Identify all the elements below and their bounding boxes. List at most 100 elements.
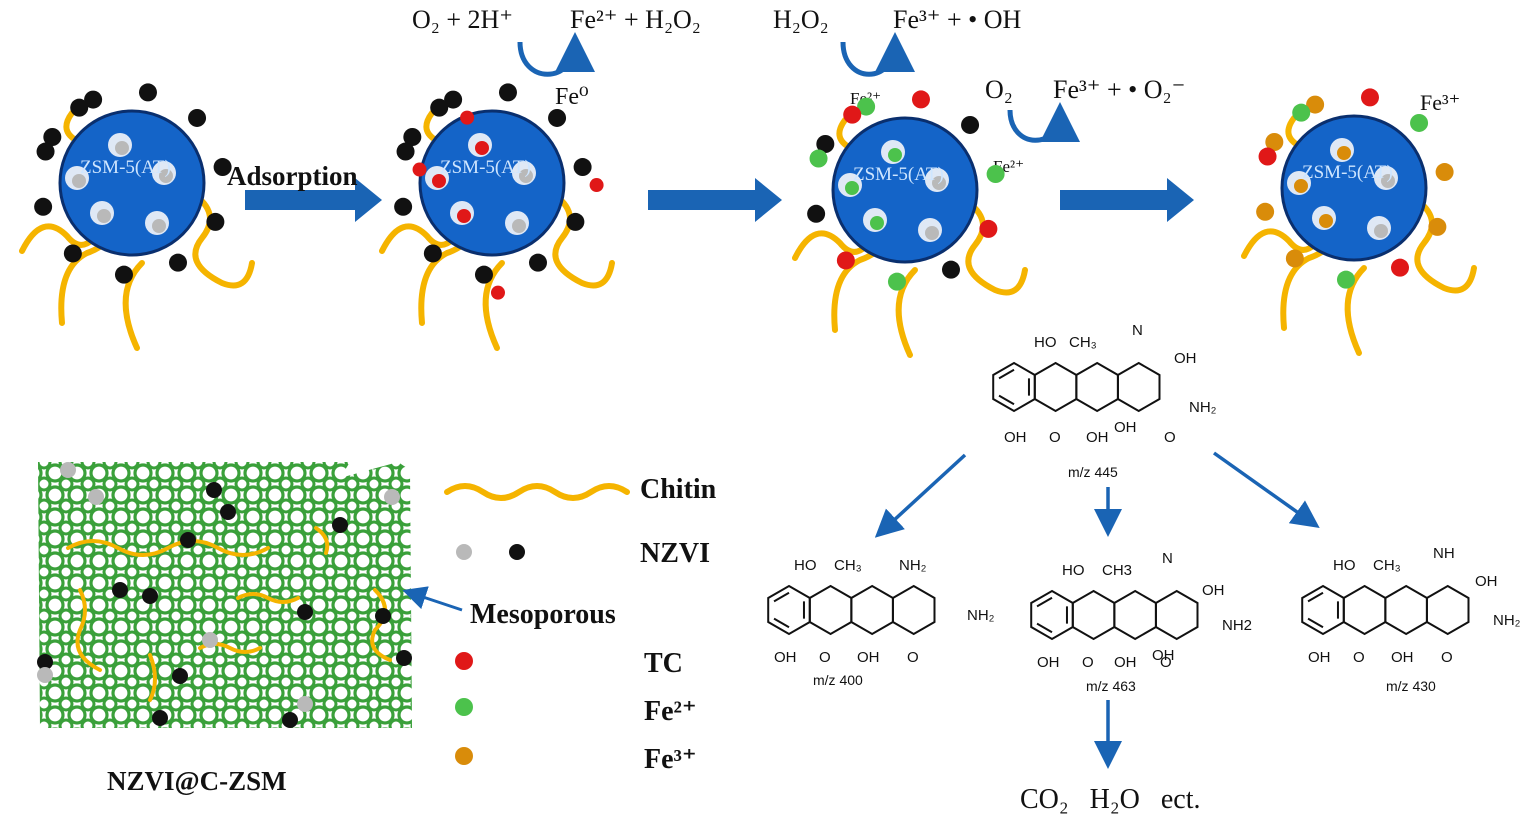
aromatic-bond: [998, 394, 1015, 406]
atom-label: OH: [1152, 647, 1175, 664]
nzvi-dot: [172, 668, 188, 684]
chitin-strand: [314, 526, 330, 555]
atom-label: OH: [1391, 649, 1414, 666]
pore-content: [1337, 146, 1351, 160]
process-arrow-1: [245, 178, 382, 222]
surface-particle: [1435, 163, 1454, 182]
legend-tc-dot: [455, 652, 473, 670]
aromatic-bond: [773, 617, 790, 629]
surface-particle: [423, 244, 442, 263]
surface-particle: [1428, 217, 1447, 236]
chitin-strand: [1344, 265, 1367, 356]
aromatic-bond: [998, 368, 1015, 380]
atom-label: N: [1132, 322, 1143, 339]
ring-bond: [1154, 589, 1199, 641]
nzvi-dot: [384, 489, 400, 505]
atom-label: NH₂: [899, 557, 927, 574]
nzvi-dot: [112, 582, 128, 598]
nzvi-dot: [297, 696, 313, 712]
atom-label: O: [819, 649, 831, 666]
nzvi-dot: [332, 517, 348, 533]
atom-label: OH: [774, 649, 797, 666]
surface-particle: [1285, 249, 1304, 268]
legend-chitin-label: Chitin: [640, 474, 717, 505]
adsorbed-tc: [412, 162, 427, 177]
legend-mesoporous-label: Mesoporous: [470, 599, 616, 630]
left-mz-label: m/z 400: [813, 672, 863, 688]
atom-label: NH₂: [967, 607, 995, 624]
atom-label: HO: [794, 557, 817, 574]
process-arrows: Adsorption: [227, 161, 1194, 222]
surface-particle: [887, 272, 906, 291]
atom-label: O: [1082, 654, 1094, 671]
chitin-strand: [895, 267, 918, 358]
pathway-arrows: [874, 451, 1320, 769]
surface-particle: [548, 108, 567, 127]
pore-content: [159, 169, 173, 183]
atom-label: HO: [1062, 562, 1085, 579]
reaction-1-products: Fe²⁺ + H₂O₂: [570, 5, 701, 34]
surface-particle: [188, 108, 207, 127]
pathway-arrow-right: [1212, 451, 1320, 529]
pore-content: [1374, 224, 1388, 238]
surface-particle: [961, 115, 980, 134]
atom-label: NH: [1433, 545, 1455, 562]
surface-particle: [807, 204, 826, 223]
particle-label: ZSM-5(AT): [853, 164, 944, 185]
reaction-3-reactant: O₂: [985, 75, 1013, 104]
surface-particle: [816, 135, 835, 153]
chitin-strand: [148, 653, 157, 702]
surface-particle: [1265, 133, 1284, 151]
ring-bond: [1113, 589, 1157, 641]
aromatic-bond: [1036, 596, 1053, 608]
atom-label: NH₂: [1493, 612, 1521, 629]
ring-bond: [1116, 361, 1161, 413]
legend-fe2-label: Fe²⁺: [644, 696, 697, 727]
nzvi-dot: [297, 604, 313, 620]
pore-content: [432, 174, 446, 188]
final-products-label: CO₂ H₂O ect.: [1020, 784, 1201, 815]
nzvi-dot: [202, 632, 218, 648]
surface-particle: [213, 158, 232, 177]
atom-label: O: [1164, 429, 1176, 446]
pore-content: [475, 141, 489, 155]
nzvi-dot: [88, 489, 104, 505]
nzvi-dot: [37, 667, 53, 683]
reaction-2-reactant: H₂O₂: [773, 5, 829, 34]
surface-particle: [396, 142, 415, 161]
surface-particle: [43, 128, 62, 146]
surface-particle: [1360, 88, 1379, 107]
ring-bond: [1075, 361, 1119, 413]
pore-content: [845, 181, 859, 195]
nzvi-dot: [142, 588, 158, 604]
pore-content: [457, 209, 471, 223]
adsorbed-tc: [460, 110, 475, 125]
surface-particle: [573, 158, 592, 177]
atom-label: OH: [857, 649, 880, 666]
surface-particle: [63, 244, 82, 263]
pore-content: [1294, 179, 1308, 193]
chitin-strand: [122, 260, 145, 351]
chitin-strand: [75, 588, 102, 672]
atom-label: OH: [1004, 429, 1027, 446]
pore-content: [512, 219, 526, 233]
surface-particle: [394, 197, 413, 216]
right-mz-label: m/z 430: [1386, 678, 1436, 694]
surface-particle: [1336, 270, 1355, 289]
atom-label: OH: [1114, 419, 1137, 436]
legend-fe3-label: Fe³⁺: [644, 744, 697, 775]
nzvi-dot: [206, 482, 222, 498]
pore-content: [1381, 174, 1395, 188]
particle-3: ZSM-5(AT): [792, 90, 1028, 358]
reaction-2: H₂O₂ Fe³⁺ + • OH Fe²⁺: [773, 5, 1022, 108]
surface-particle: [114, 265, 133, 284]
surface-particle: [138, 83, 157, 102]
chitin-strand: [370, 588, 392, 662]
particle-label: ZSM-5(AT): [1302, 162, 1393, 183]
nzvi-dot: [60, 462, 76, 478]
particle-1: ZSM-5(AT): [19, 83, 255, 351]
